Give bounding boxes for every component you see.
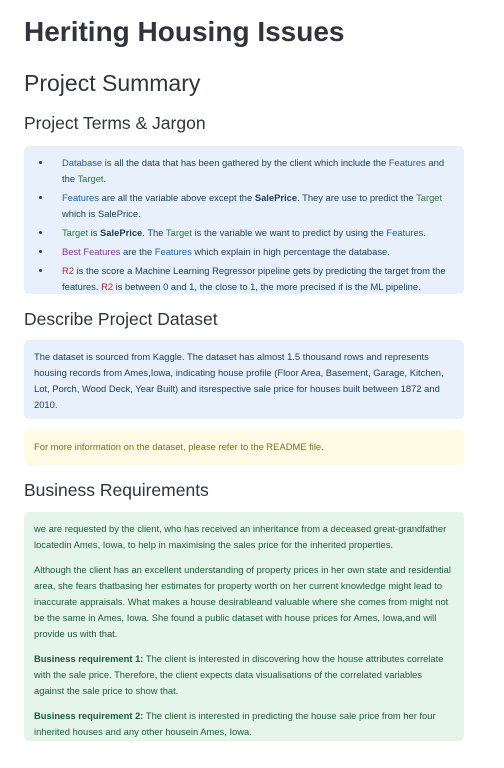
business-requirement-1: Business requirement 1: The client is in… xyxy=(34,653,444,696)
dataset-description: The dataset is sourced from Kaggle. The … xyxy=(34,351,444,410)
page-title: Heriting Housing Issues xyxy=(24,16,345,47)
readme-note: For more information on the dataset, ple… xyxy=(34,441,324,452)
list-item: Features are all the variable above exce… xyxy=(52,190,454,222)
dataset-info-box: The dataset is sourced from Kaggle. The … xyxy=(24,340,464,419)
business-success-box: we are requested by the client, who has … xyxy=(24,512,464,741)
list-item: Target is SalePrice. The Target is the v… xyxy=(52,225,454,241)
business-paragraph-2: Although the client has an excellent und… xyxy=(34,564,451,639)
terms-info-box: Database is all the data that has been g… xyxy=(24,146,464,294)
section-summary-heading: Project Summary xyxy=(24,70,201,96)
business-heading: Business Requirements xyxy=(24,480,209,500)
business-paragraph-1: we are requested by the client, who has … xyxy=(34,523,447,550)
dataset-heading: Describe Project Dataset xyxy=(24,309,218,329)
readme-note-box: For more information on the dataset, ple… xyxy=(24,430,464,465)
list-item: Best Features are the Features which exp… xyxy=(52,244,454,260)
business-requirement-2: Business requirement 2: The client is in… xyxy=(34,710,436,737)
terms-list: Database is all the data that has been g… xyxy=(34,155,454,295)
list-item: Database is all the data that has been g… xyxy=(52,155,454,187)
list-item: R2 is the score a Machine Learning Regre… xyxy=(52,263,454,295)
terms-heading: Project Terms & Jargon xyxy=(24,113,206,133)
